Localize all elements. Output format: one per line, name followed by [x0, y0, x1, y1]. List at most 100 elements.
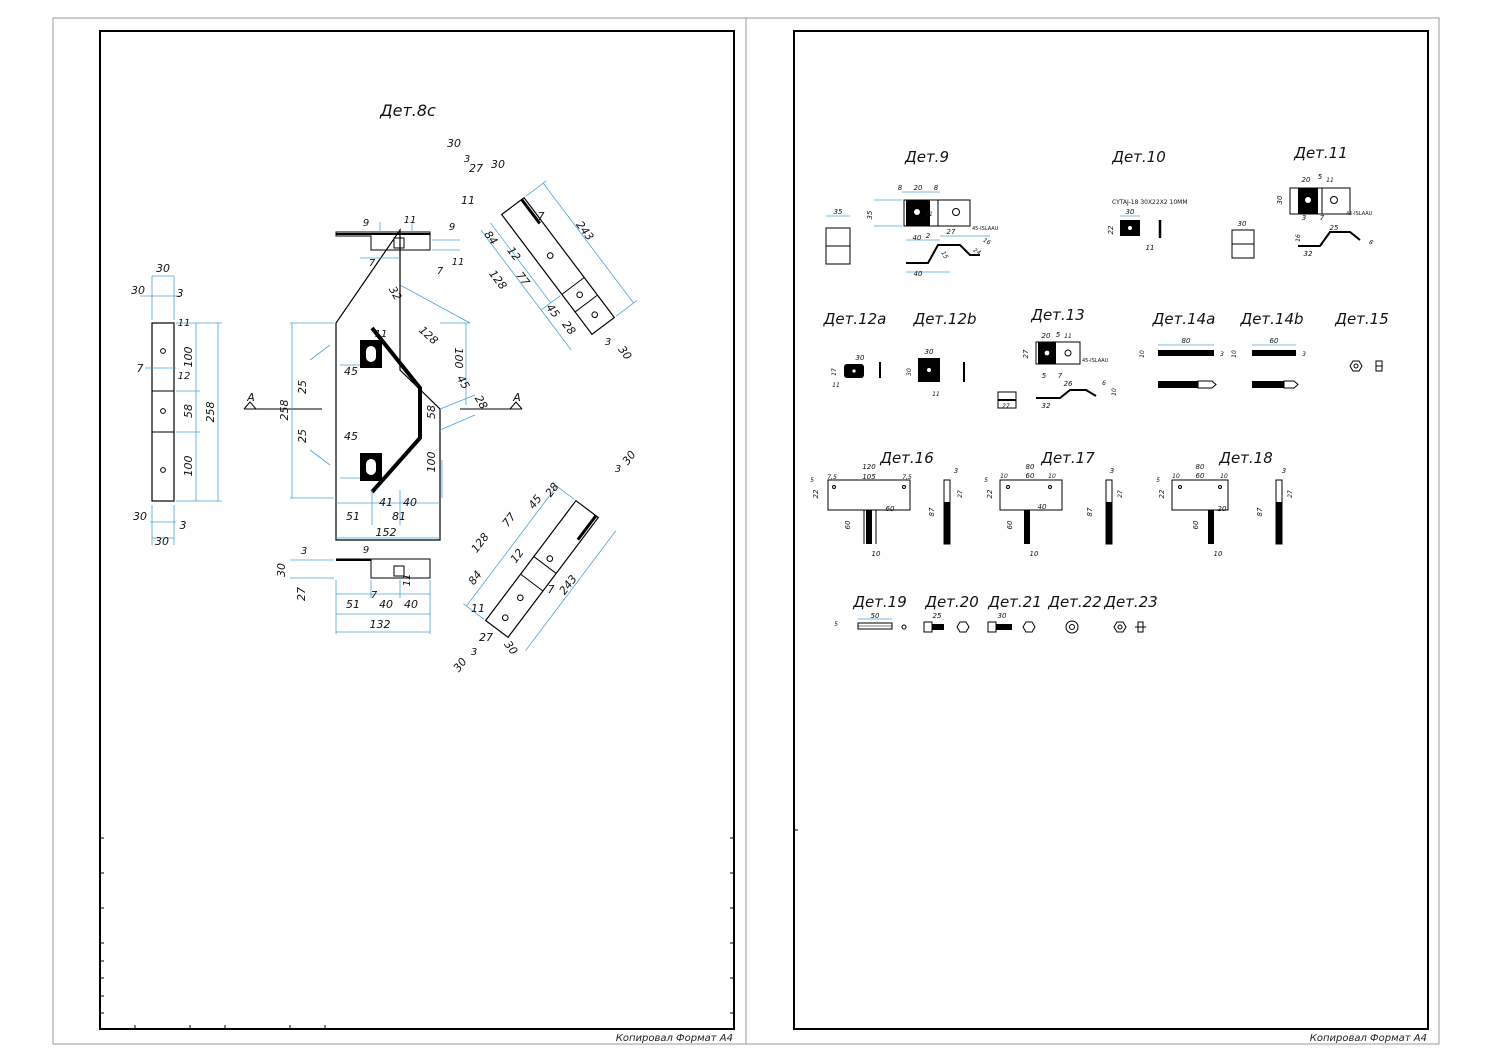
side-view-strip [151, 322, 175, 502]
svg-text:41: 41 [379, 496, 393, 509]
svg-text:30: 30 [856, 354, 865, 362]
svg-text:6: 6 [1102, 380, 1106, 387]
svg-text:20: 20 [914, 184, 923, 192]
svg-text:16: 16 [982, 237, 992, 247]
detail-8c-upper-diagonal: 30 3 27 30 11 84 12 7 243 128 77 45 28 3… [447, 137, 637, 362]
svg-text:30: 30 [447, 137, 461, 150]
svg-text:3: 3 [1220, 351, 1224, 358]
detail-10-title: Дет.10 [1111, 148, 1166, 166]
svg-text:30: 30 [501, 638, 520, 657]
svg-text:5: 5 [1056, 331, 1061, 339]
detail-8c-lower-diagonal: 128 77 45 28 30 3 84 12 7 243 11 27 3 30… [451, 448, 639, 674]
svg-text:45: 45 [526, 492, 545, 511]
svg-text:7: 7 [369, 258, 376, 269]
svg-text:87: 87 [1256, 507, 1264, 516]
svg-text:11: 11 [1326, 177, 1334, 184]
svg-text:40: 40 [379, 598, 393, 611]
svg-text:11: 11 [461, 194, 475, 207]
svg-text:30: 30 [451, 655, 470, 674]
svg-text:7: 7 [548, 583, 555, 596]
svg-text:10: 10 [1214, 550, 1223, 558]
svg-text:3: 3 [1110, 467, 1114, 475]
svg-text:27: 27 [1117, 490, 1124, 498]
svg-text:11: 11 [452, 257, 465, 268]
svg-text:7: 7 [371, 590, 378, 601]
svg-text:30: 30 [998, 612, 1007, 620]
svg-text:27: 27 [1022, 349, 1030, 358]
svg-text:10: 10 [1000, 473, 1008, 480]
svg-text:11: 11 [402, 574, 413, 587]
svg-text:51: 51 [346, 510, 360, 523]
svg-text:7: 7 [1320, 214, 1325, 222]
svg-text:128: 128 [416, 324, 440, 348]
svg-text:11: 11 [471, 602, 485, 615]
svg-text:30: 30 [131, 284, 145, 297]
svg-text:22: 22 [1158, 489, 1166, 498]
svg-text:5: 5 [1156, 477, 1160, 484]
svg-text:12: 12 [508, 546, 527, 565]
svg-text:24: 24 [972, 247, 982, 257]
svg-text:51: 51 [346, 598, 360, 611]
svg-text:20: 20 [1042, 332, 1051, 340]
svg-text:60: 60 [1192, 520, 1200, 529]
svg-text:77: 77 [513, 269, 532, 288]
svg-text:45-ISLAAU: 45-ISLAAU [1346, 211, 1373, 217]
svg-text:27: 27 [295, 587, 308, 601]
svg-text:10: 10 [1231, 350, 1238, 358]
svg-text:258: 258 [278, 400, 291, 421]
svg-text:45: 45 [543, 301, 562, 320]
svg-text:10: 10 [1220, 473, 1228, 480]
detail-17-title: Дет.17 [1040, 449, 1095, 467]
svg-text:5: 5 [834, 621, 838, 628]
svg-text:28: 28 [543, 480, 562, 499]
svg-text:10: 10 [1172, 473, 1180, 480]
svg-text:11: 11 [932, 391, 940, 398]
svg-text:3: 3 [1302, 214, 1306, 222]
svg-text:32: 32 [386, 284, 404, 303]
svg-text:25: 25 [296, 429, 309, 443]
svg-text:120: 120 [862, 463, 876, 471]
svg-text:60: 60 [886, 505, 895, 513]
svg-text:3: 3 [464, 154, 470, 165]
svg-text:243: 243 [557, 573, 580, 598]
right-sheet-stamp: Копировал Формат А4 [1310, 1033, 1427, 1044]
svg-text:45: 45 [344, 430, 358, 443]
svg-text:27: 27 [957, 490, 964, 498]
detail-19-drawing: 50 5 [834, 612, 907, 630]
svg-text:128: 128 [486, 268, 509, 293]
detail-8c-bottom-profile: 3 30 27 9 11 7 51 40 40 132 [275, 545, 431, 634]
svg-text:CYTAJ-18 30X22X2 10MM: CYTAJ-18 30X22X2 10MM [1112, 199, 1188, 206]
detail-13-drawing: 20 5 11 27 5 7 45-ISLAAU 27 26 6 32 10 [997, 331, 1118, 410]
svg-text:5: 5 [1318, 173, 1323, 181]
svg-text:10: 10 [1030, 550, 1039, 558]
svg-text:40: 40 [1038, 503, 1047, 511]
detail-8c-plan-view: 258 25 25 45 45 128 100 45 28 58 100 41 … [278, 228, 490, 541]
svg-text:80: 80 [1026, 463, 1035, 471]
svg-text:45: 45 [454, 373, 472, 392]
svg-text:15: 15 [939, 250, 949, 260]
svg-text:80: 80 [1182, 337, 1191, 345]
svg-text:27: 27 [469, 162, 483, 175]
svg-text:60: 60 [844, 520, 852, 529]
svg-text:22: 22 [1107, 225, 1115, 234]
svg-text:45-ISLAAU: 45-ISLAAU [1082, 358, 1109, 364]
detail-17-drawing: 80 10 60 10 5 22 60 40 10 3 27 87 [984, 463, 1124, 558]
detail-20-drawing: 25 [923, 612, 970, 633]
svg-text:7: 7 [538, 210, 545, 223]
svg-text:40: 40 [403, 496, 417, 509]
svg-text:А: А [512, 391, 521, 404]
detail-12a-title: Дет.12a [823, 310, 887, 328]
svg-text:32: 32 [1042, 402, 1051, 410]
svg-text:60: 60 [1026, 472, 1035, 480]
svg-text:27: 27 [947, 228, 956, 236]
svg-text:30: 30 [491, 158, 505, 171]
svg-text:10: 10 [872, 550, 881, 558]
svg-text:30: 30 [1126, 208, 1135, 216]
svg-text:10: 10 [1139, 350, 1146, 358]
svg-text:50: 50 [871, 612, 880, 620]
svg-text:30: 30 [155, 535, 169, 548]
svg-text:30: 30 [275, 563, 288, 577]
svg-text:8: 8 [934, 184, 939, 192]
svg-text:11: 11 [178, 318, 191, 329]
